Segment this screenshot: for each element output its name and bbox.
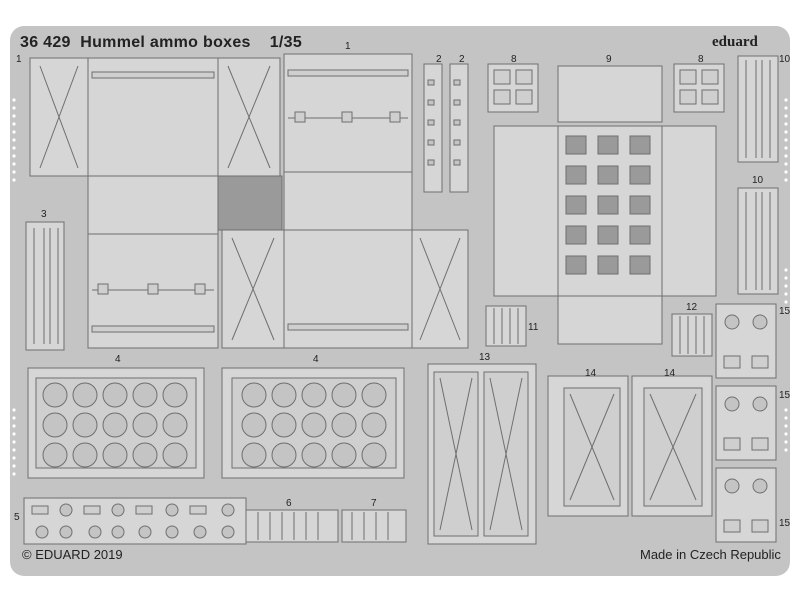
part-1-box-unfold — [29, 53, 469, 349]
part-14-doors-right — [631, 375, 713, 517]
part-label-5: 5 — [14, 512, 20, 523]
scale-label: 1/35 — [269, 34, 303, 51]
part-6-clips — [245, 509, 339, 543]
part-11-slats — [485, 305, 527, 347]
part-label-15c: 15 — [779, 518, 791, 529]
part-label-1-left: 1 — [16, 54, 22, 65]
part-label-7: 7 — [371, 498, 377, 509]
part-13-doors — [427, 363, 537, 545]
part-label-9: 9 — [606, 54, 612, 65]
part-label-6: 6 — [286, 498, 292, 509]
part-15-rings-1 — [715, 303, 777, 379]
part-label-2b: 2 — [459, 54, 465, 65]
part-4-ammo-tray-left — [27, 367, 205, 479]
part-8-latches-right — [673, 63, 725, 113]
part-7-clips — [341, 509, 407, 543]
part-label-15b: 15 — [779, 390, 791, 401]
part-14-doors-left — [547, 375, 629, 517]
part-label-14a: 14 — [585, 368, 597, 379]
part-label-10b: 10 — [752, 175, 764, 186]
part-label-3: 3 — [41, 209, 47, 220]
edge-holes-left — [12, 98, 16, 476]
part-label-15a: 15 — [779, 306, 791, 317]
part-15-rings-2 — [715, 385, 777, 461]
part-10-strips-top — [737, 55, 779, 163]
part-label-8a: 8 — [511, 54, 517, 65]
part-8-latches-left — [487, 63, 539, 113]
brand-logo: eduard — [712, 34, 758, 50]
part-label-11: 11 — [528, 322, 539, 333]
part-5-rings — [23, 497, 247, 545]
part-label-10a: 10 — [779, 54, 791, 65]
part-9-lid-unfold — [493, 65, 717, 345]
part-label-1-top: 1 — [345, 41, 351, 52]
part-4-ammo-tray-right — [221, 367, 405, 479]
part-label-14b: 14 — [664, 368, 676, 379]
part-label-4a: 4 — [115, 354, 121, 365]
part-3-strips — [25, 221, 65, 351]
part-10-strips-bottom — [737, 187, 779, 295]
origin-text: Made in Czech Republic — [640, 547, 781, 562]
product-title: 36 429 Hummel ammo boxes 1/35 — [20, 34, 302, 52]
part-label-8b: 8 — [698, 54, 704, 65]
part-15-rings-3 — [715, 467, 777, 543]
part-label-12: 12 — [686, 302, 698, 313]
edge-holes-right — [784, 98, 788, 452]
part-label-2a: 2 — [436, 54, 442, 65]
part-label-13: 13 — [479, 352, 491, 363]
set-number: 36 429 — [20, 34, 71, 51]
set-name: Hummel ammo boxes — [80, 34, 251, 51]
part-2-strips — [423, 63, 469, 193]
copyright-text: © EDUARD 2019 — [22, 547, 123, 562]
part-12-slats — [671, 313, 713, 357]
part-label-4b: 4 — [313, 354, 319, 365]
